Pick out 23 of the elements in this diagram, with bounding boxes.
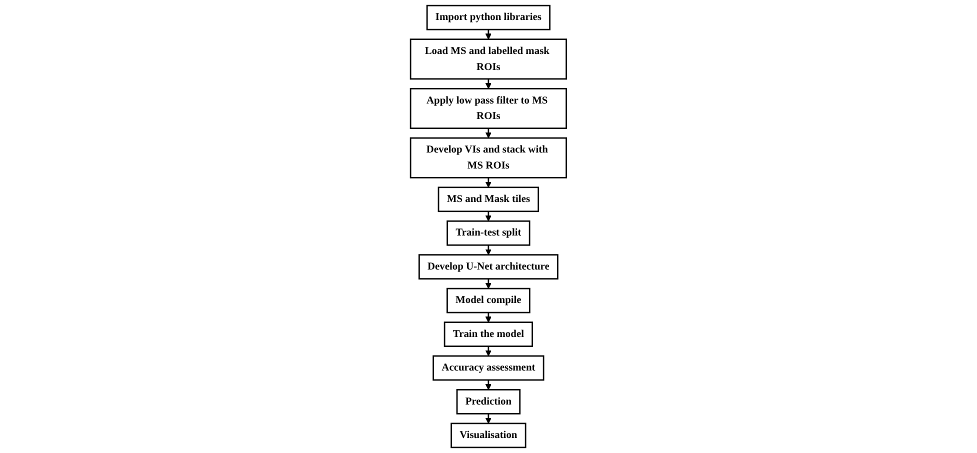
node-box: Develop U-Net architecture bbox=[418, 254, 558, 280]
node-box: Apply low pass filter to MS ROIs bbox=[410, 88, 568, 129]
arrow bbox=[485, 414, 492, 424]
arrow bbox=[485, 128, 492, 138]
node-box: Import python libraries bbox=[426, 4, 551, 30]
arrow bbox=[485, 78, 492, 89]
arrow bbox=[485, 346, 492, 356]
arrow bbox=[485, 312, 492, 323]
arrow bbox=[485, 278, 492, 289]
node-box: MS and Mask tiles bbox=[438, 186, 540, 212]
node-box: Train-test split bbox=[446, 220, 530, 246]
node-box: Prediction bbox=[456, 389, 521, 414]
node-box: Visualisation bbox=[450, 422, 526, 448]
arrow bbox=[485, 245, 492, 256]
node-box: Develop VIs and stack with MS ROIs bbox=[410, 137, 568, 178]
node-box: Load MS and labelled mask ROIs bbox=[410, 38, 568, 80]
node-box: Train the model bbox=[444, 322, 534, 347]
node-box: Accuracy assessment bbox=[432, 355, 544, 381]
node-box: Model compile bbox=[446, 288, 530, 314]
arrow bbox=[485, 211, 492, 222]
arrow bbox=[485, 178, 492, 188]
arrow bbox=[485, 380, 492, 390]
arrow bbox=[485, 30, 492, 40]
